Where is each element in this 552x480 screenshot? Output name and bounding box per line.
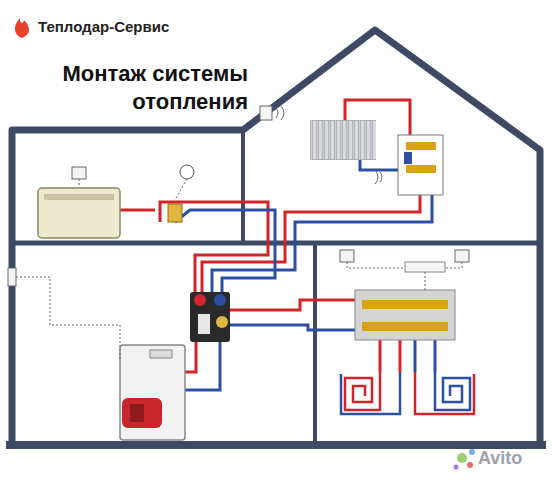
radiator xyxy=(260,106,376,160)
logo-flame xyxy=(15,18,29,38)
floor-coils xyxy=(341,372,474,414)
boiler xyxy=(8,268,185,440)
watermark: Avito xyxy=(478,448,522,469)
company-logo: Теплодар-Сервис xyxy=(38,18,169,35)
convector xyxy=(38,165,194,238)
pump-group xyxy=(190,292,230,342)
floor-manifold xyxy=(340,250,469,340)
diagram-title: Монтаж системы отопления xyxy=(50,60,248,116)
upper-manifold xyxy=(375,135,443,195)
house-walls xyxy=(6,30,546,445)
watermark-dots xyxy=(454,449,476,470)
